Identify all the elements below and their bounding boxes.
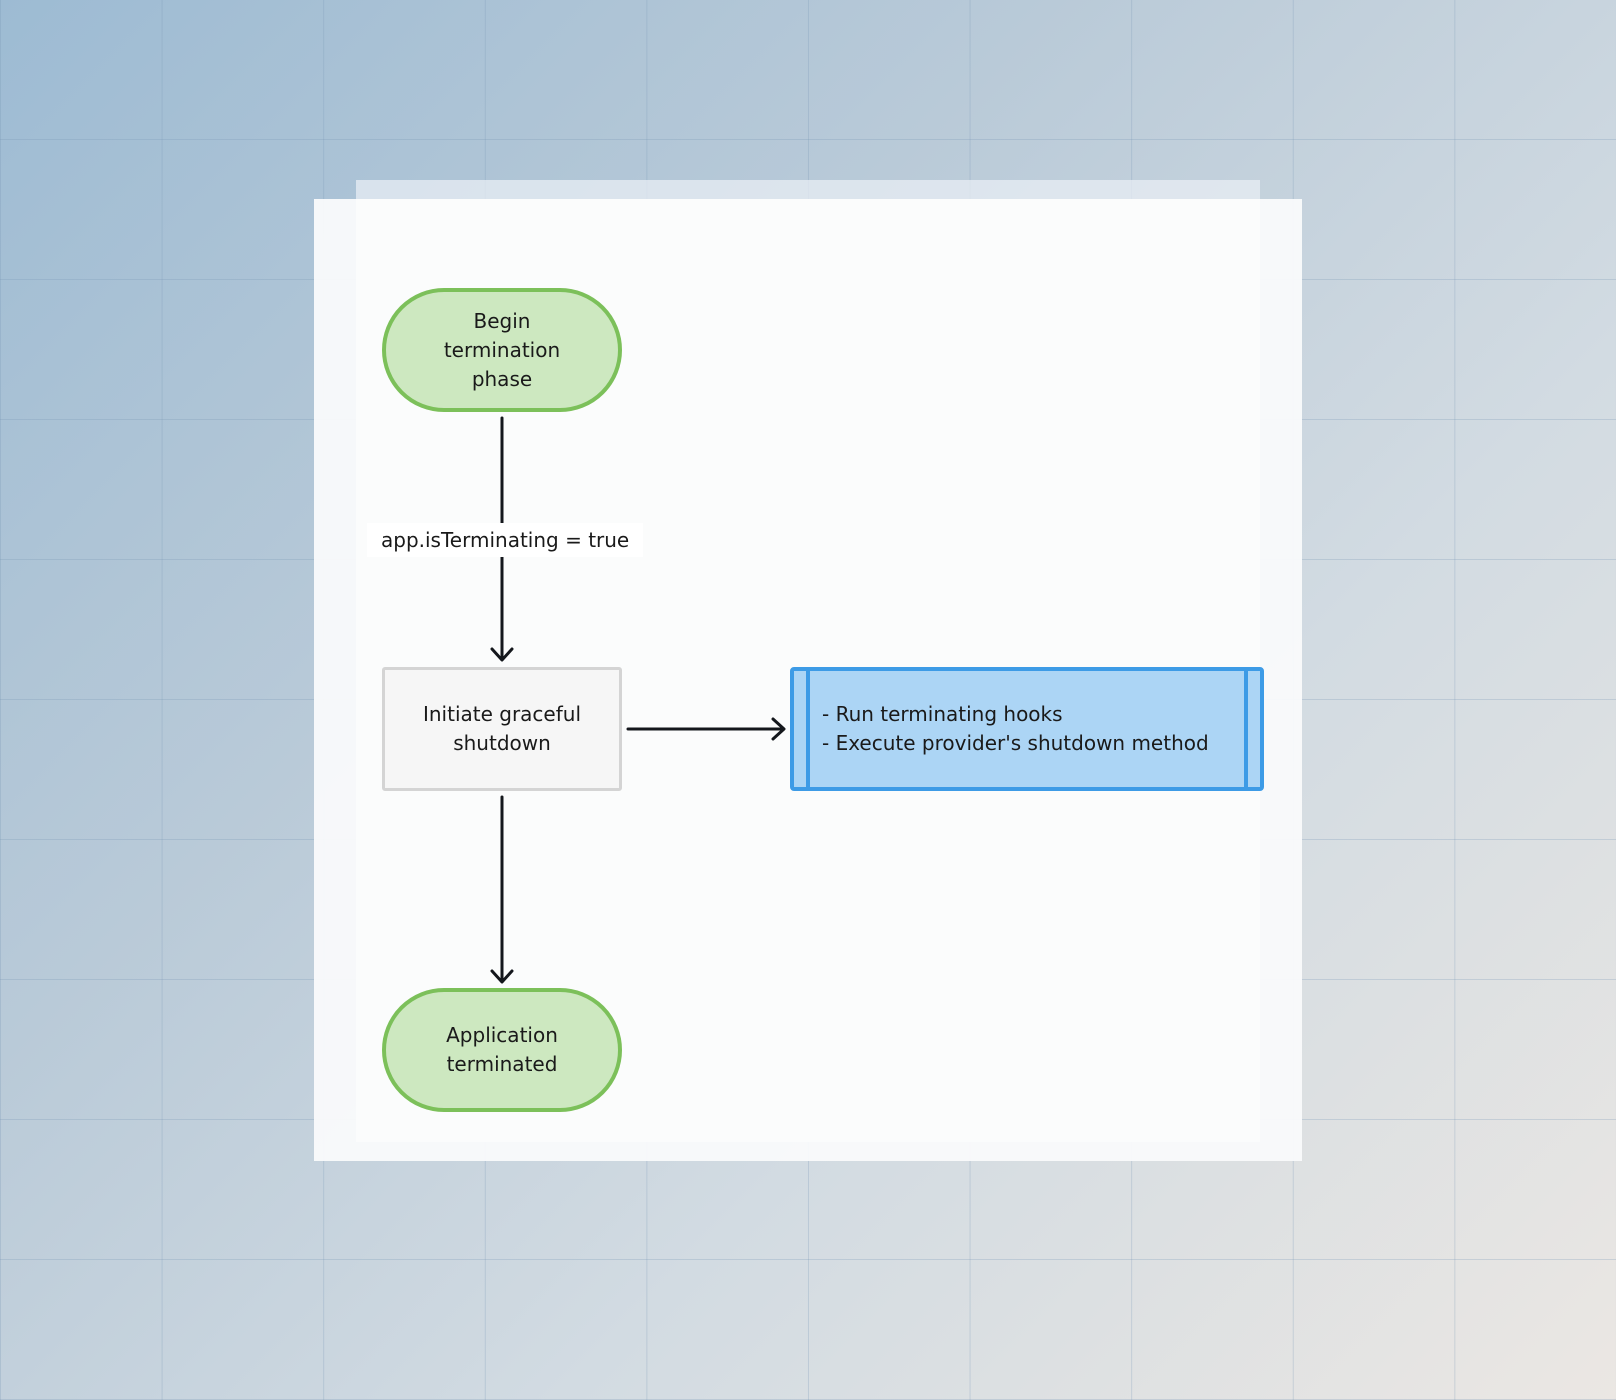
node-initiate-line-1: Initiate graceful <box>422 702 582 726</box>
node-terminating-hooks[interactable]: - Run terminating hooks - Execute provid… <box>790 667 1264 791</box>
node-initiate-graceful-shutdown[interactable]: Initiate graceful shutdown <box>382 667 622 791</box>
arrowhead-terminated <box>490 969 514 984</box>
node-hooks-line-1: - Run terminating hooks <box>822 702 1063 726</box>
arrowhead-hooks <box>771 717 786 741</box>
node-terminated-line-1: Application <box>446 1023 558 1047</box>
node-hooks-line-2: - Execute provider's shutdown method <box>822 731 1209 755</box>
node-begin-line-1: Begin <box>473 308 531 333</box>
subprocess-left-bar <box>806 671 810 787</box>
node-terminated-line-2: terminated <box>446 1052 558 1076</box>
node-initiate-line-2: shutdown <box>453 731 551 755</box>
edge-label-begin-to-initiate: app.isTerminating = true <box>367 523 644 557</box>
arrowhead-initiate <box>490 647 514 662</box>
node-begin-line-2: termination <box>443 337 561 362</box>
node-begin-line-3: phase <box>471 366 533 391</box>
node-application-terminated[interactable]: Application terminated <box>382 988 622 1112</box>
subprocess-right-bar <box>1244 671 1248 787</box>
node-begin-termination-phase[interactable]: Begin termination phase <box>382 288 622 412</box>
